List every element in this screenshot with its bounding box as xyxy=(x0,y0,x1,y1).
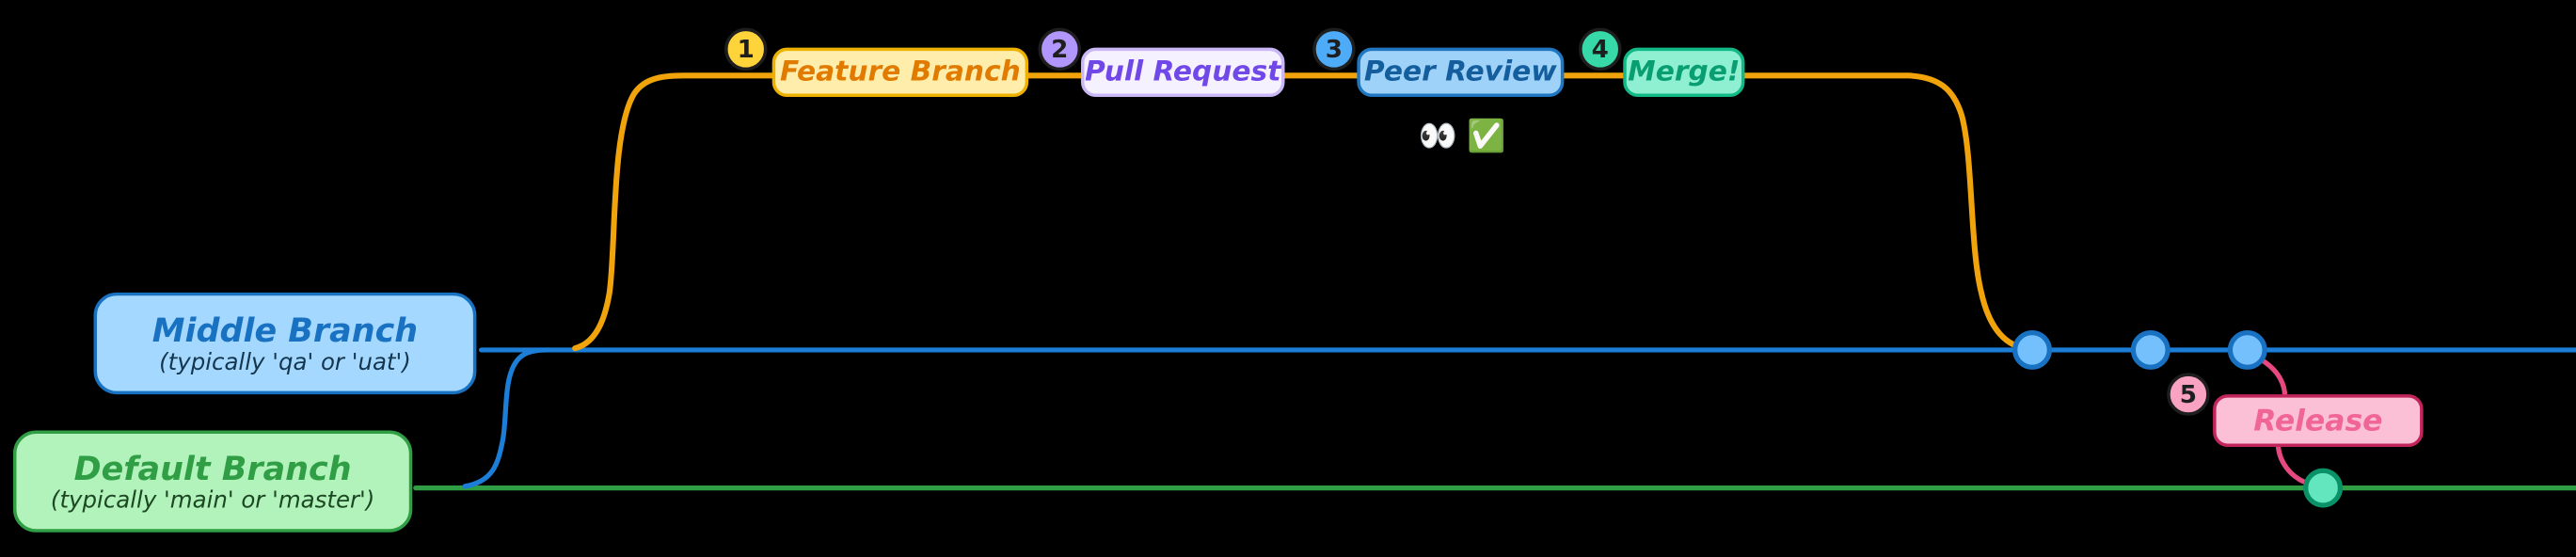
peer-review-label: Peer Review xyxy=(1357,47,1565,98)
commit-dot xyxy=(2012,329,2052,370)
default-branch-subtitle: (typically 'main' or 'master') xyxy=(50,487,375,515)
peer-review-emojis: 👀 ✅ xyxy=(1418,118,1506,155)
merge-commit-dot xyxy=(2303,468,2344,508)
pull-request-label: Pull Request xyxy=(1080,47,1285,98)
step-badge-1: 1 xyxy=(724,27,768,72)
step-badge-4: 4 xyxy=(1579,27,1622,72)
default-branch-box: Default Branch (typically 'main' or 'mas… xyxy=(12,430,413,533)
step-badge-2: 2 xyxy=(1038,27,1081,72)
step-badge-3: 3 xyxy=(1312,27,1356,72)
release-label: Release xyxy=(2213,394,2424,447)
feature-branch-label: Feature Branch xyxy=(771,47,1029,98)
default-branch-title: Default Branch xyxy=(73,448,352,488)
middle-branch-subtitle: (typically 'qa' or 'uat') xyxy=(159,349,411,376)
commit-dot xyxy=(2130,329,2171,370)
step-badge-5: 5 xyxy=(2167,373,2210,416)
middle-branch-title: Middle Branch xyxy=(151,310,419,350)
feature-branch-line xyxy=(572,72,2027,352)
merge-label: Merge! xyxy=(1623,47,1745,98)
middle-branch-box: Middle Branch (typically 'qa' or 'uat') xyxy=(93,292,477,395)
commit-dot xyxy=(2227,329,2267,370)
branch-fork-curve xyxy=(462,347,551,489)
